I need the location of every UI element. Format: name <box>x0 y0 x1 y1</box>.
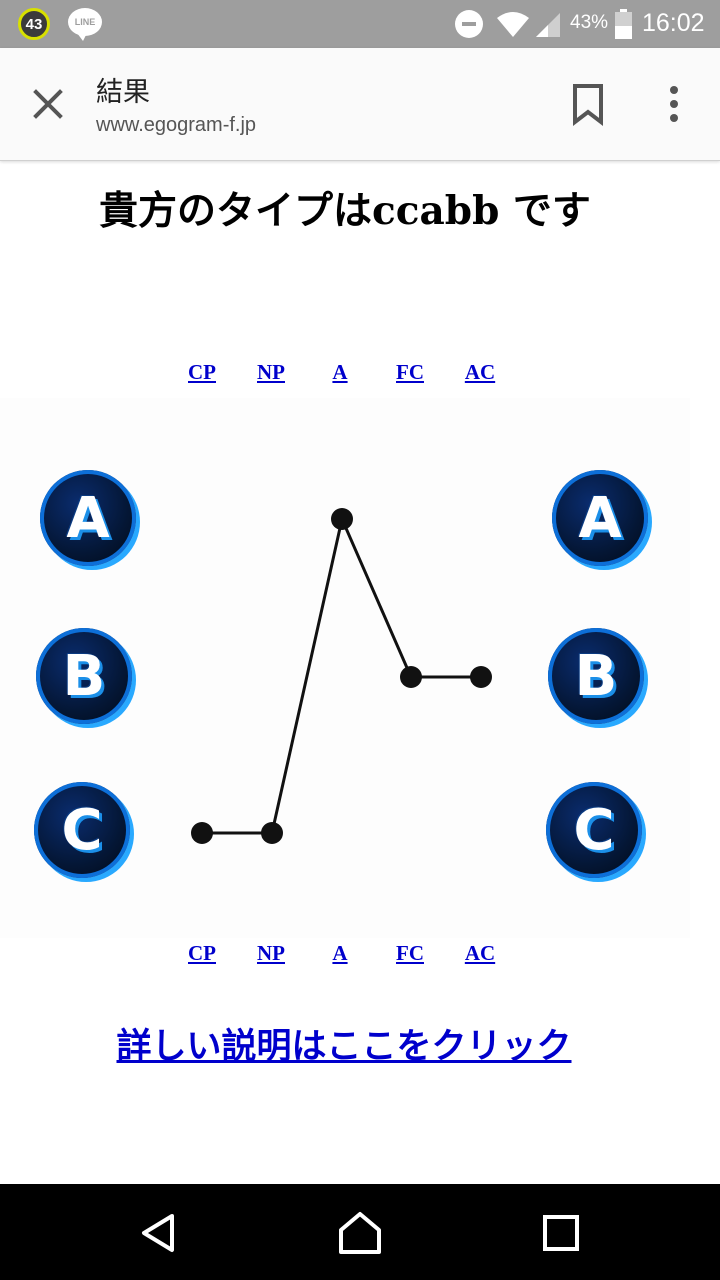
column-labels-top: CP NP A FC AC <box>0 360 720 390</box>
page-url: www.egogram-f.jp <box>96 114 257 136</box>
grade-badge-b-right: B <box>548 628 644 724</box>
notification-count-badge: 43 <box>18 8 50 40</box>
grade-label: A <box>578 485 622 551</box>
grade-badge-a-right: A <box>552 470 648 566</box>
overflow-menu-icon[interactable] <box>654 80 694 128</box>
grade-label: B <box>574 643 618 709</box>
home-icon[interactable] <box>335 1208 385 1258</box>
wifi-icon <box>497 12 529 37</box>
grade-badge-a-left: A <box>40 470 136 566</box>
column-label-a[interactable]: A <box>332 360 348 384</box>
egogram-point-cp <box>191 822 213 844</box>
column-label-np[interactable]: NP <box>257 360 285 384</box>
result-headline: 貴方のタイプはccabb です <box>99 188 591 234</box>
column-label-fc[interactable]: FC <box>396 360 424 384</box>
do-not-disturb-icon <box>455 10 483 38</box>
column-label-fc[interactable]: FC <box>396 941 424 965</box>
column-label-ac[interactable]: AC <box>464 360 496 384</box>
detail-explanation-link[interactable]: 詳しい説明はここをクリック <box>116 1027 572 1067</box>
system-nav-bar <box>0 1184 720 1280</box>
grade-label: A <box>66 485 110 551</box>
battery-icon <box>615 9 632 39</box>
column-label-ac[interactable]: AC <box>464 941 496 965</box>
column-label-a[interactable]: A <box>332 941 348 965</box>
egogram-series-line <box>202 514 481 835</box>
egogram-point-ac <box>470 666 492 688</box>
close-icon[interactable] <box>24 80 72 128</box>
column-labels-bottom: CP NP A FC AC <box>0 941 720 971</box>
egogram-point-a <box>331 508 353 530</box>
grade-badge-c-right: C <box>546 782 642 878</box>
line-app-icon: LINE <box>68 8 102 41</box>
column-label-np[interactable]: NP <box>257 941 285 965</box>
cell-signal-icon <box>536 13 560 37</box>
grade-badge-c-left: C <box>34 782 130 878</box>
status-clock: 16:02 <box>642 9 705 37</box>
grade-label: C <box>573 797 615 863</box>
grade-badge-b-left: B <box>36 628 132 724</box>
status-bar: 43 LINE 43% 16:02 <box>0 0 720 48</box>
page-title: 結果 <box>96 77 150 108</box>
battery-percent: 43% <box>570 12 609 33</box>
column-label-cp[interactable]: CP <box>188 360 216 384</box>
bookmark-icon[interactable] <box>566 80 610 128</box>
grade-label: C <box>61 797 103 863</box>
egogram-point-fc <box>400 666 422 688</box>
column-label-cp[interactable]: CP <box>188 941 216 965</box>
back-icon[interactable] <box>134 1208 184 1258</box>
recents-icon[interactable] <box>536 1208 586 1258</box>
egogram-point-np <box>261 822 283 844</box>
grade-label: B <box>62 643 106 709</box>
custom-tab-toolbar: 結果 www.egogram-f.jp <box>0 48 720 161</box>
